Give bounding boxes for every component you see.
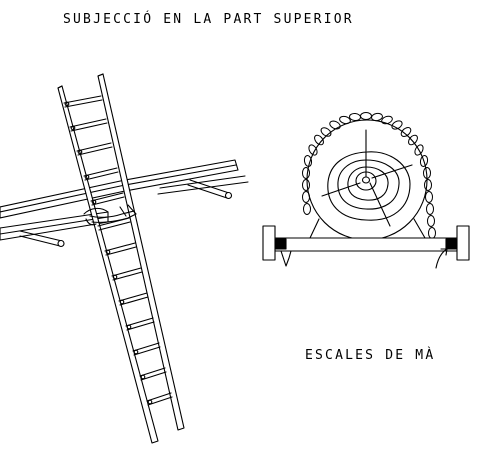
ladder-rivets: [64, 101, 153, 405]
ladder: [57, 73, 185, 444]
right-arrow: [435, 248, 448, 269]
diagram-title: SUBJECCIÓ EN LA PART SUPERIOR: [63, 12, 354, 27]
trestle: [262, 218, 470, 269]
lashing-rope: [83, 204, 137, 226]
log-cross-section: [306, 119, 428, 241]
beam-front: [0, 179, 233, 248]
ladder-rungs: [63, 95, 173, 406]
left-pad: [275, 238, 287, 250]
diagram-caption: ESCALES DE MÀ: [305, 348, 436, 363]
right-pad: [445, 238, 457, 250]
left-hook: [280, 250, 292, 267]
chain: [302, 112, 436, 239]
